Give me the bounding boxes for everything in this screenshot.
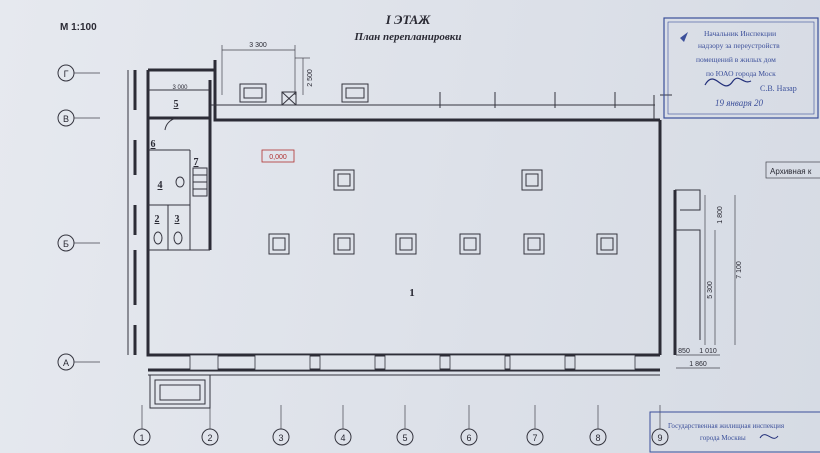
outer-walls bbox=[127, 60, 701, 376]
level-mark: 0,000 bbox=[269, 154, 287, 161]
dim-top-depth: 2 500 bbox=[307, 69, 314, 87]
bottom-stamp-line: Государственная жилищная инспекция bbox=[668, 422, 785, 430]
room-labels: 5 6 7 4 2 3 1 bbox=[151, 99, 415, 299]
row-label: А bbox=[63, 358, 69, 368]
dim-bottom-3: 1 860 bbox=[689, 361, 707, 368]
grid-rows: Г В Б А bbox=[57, 64, 100, 371]
stamp-line: надзору за переустройств bbox=[698, 41, 780, 50]
scale-label: М 1:100 bbox=[60, 22, 97, 33]
signature-mark bbox=[704, 77, 752, 87]
archive-label: Архивная к bbox=[770, 167, 812, 176]
top-dimension: 3 300 2 500 bbox=[221, 42, 314, 95]
dim-right-1: 1 800 bbox=[717, 206, 724, 224]
col-label: 3 bbox=[278, 433, 283, 443]
room-number: 2 bbox=[155, 214, 160, 225]
col-label: 9 bbox=[657, 433, 662, 443]
col-label: 2 bbox=[207, 433, 212, 443]
stamp-line: помещений в жилых дом bbox=[696, 55, 776, 64]
col-label: 1 bbox=[139, 433, 144, 443]
plan-subtitle: План перепланировки bbox=[353, 31, 461, 43]
stamp-line: по ЮАО города Моск bbox=[706, 69, 776, 78]
right-dimensions: 1 800 5 300 7 100 850 1 010 1 860 bbox=[676, 195, 743, 369]
bottom-stamp-line: города Москвы bbox=[700, 434, 746, 442]
stamp-date: 19 января 20 bbox=[715, 98, 764, 108]
service-rooms: 3 000 bbox=[148, 80, 212, 251]
col-label: 7 bbox=[532, 433, 537, 443]
bottom-signature bbox=[759, 434, 779, 439]
col-label: 4 bbox=[340, 433, 345, 443]
col-label: 8 bbox=[595, 433, 600, 443]
top-fixtures bbox=[239, 83, 616, 108]
room-number-main: 1 bbox=[409, 287, 415, 299]
row-label: Б bbox=[63, 239, 69, 249]
col-label: 6 bbox=[466, 433, 471, 443]
room-number: 3 bbox=[175, 214, 180, 225]
archive-box bbox=[765, 161, 820, 179]
floor-title: I ЭТАЖ bbox=[385, 12, 432, 27]
col-label: 5 bbox=[402, 433, 407, 443]
bottom-stamp: Государственная жилищная инспекция город… bbox=[649, 411, 820, 453]
stamp-line: Начальник Инспекции bbox=[704, 29, 776, 38]
stamp-name: С.В. Назар bbox=[760, 84, 797, 93]
room-number: 4 bbox=[158, 180, 163, 191]
room-number: 6 bbox=[151, 139, 156, 150]
dim-top-width: 3 300 bbox=[249, 42, 267, 49]
dim-right-3: 7 100 bbox=[736, 261, 743, 279]
dim-right-2: 5 300 bbox=[707, 281, 714, 299]
row-label: Г bbox=[64, 69, 69, 79]
emblem-icon bbox=[680, 32, 688, 42]
grid-columns: 1 2 3 4 5 6 7 8 9 bbox=[133, 405, 669, 446]
approval-stamp: Начальник Инспекции надзору за переустро… bbox=[663, 17, 819, 119]
dim-bottom-1: 850 bbox=[678, 348, 690, 355]
row-label: В bbox=[63, 114, 69, 124]
dim-small-width: 3 000 bbox=[172, 85, 188, 91]
dim-bottom-2: 1 010 bbox=[699, 348, 717, 355]
entrance-steps bbox=[149, 374, 211, 409]
columns bbox=[268, 169, 618, 255]
window-openings bbox=[189, 354, 636, 371]
room-number: 5 bbox=[174, 99, 179, 110]
level-mark-box bbox=[261, 149, 295, 163]
room-number: 7 bbox=[194, 157, 199, 168]
